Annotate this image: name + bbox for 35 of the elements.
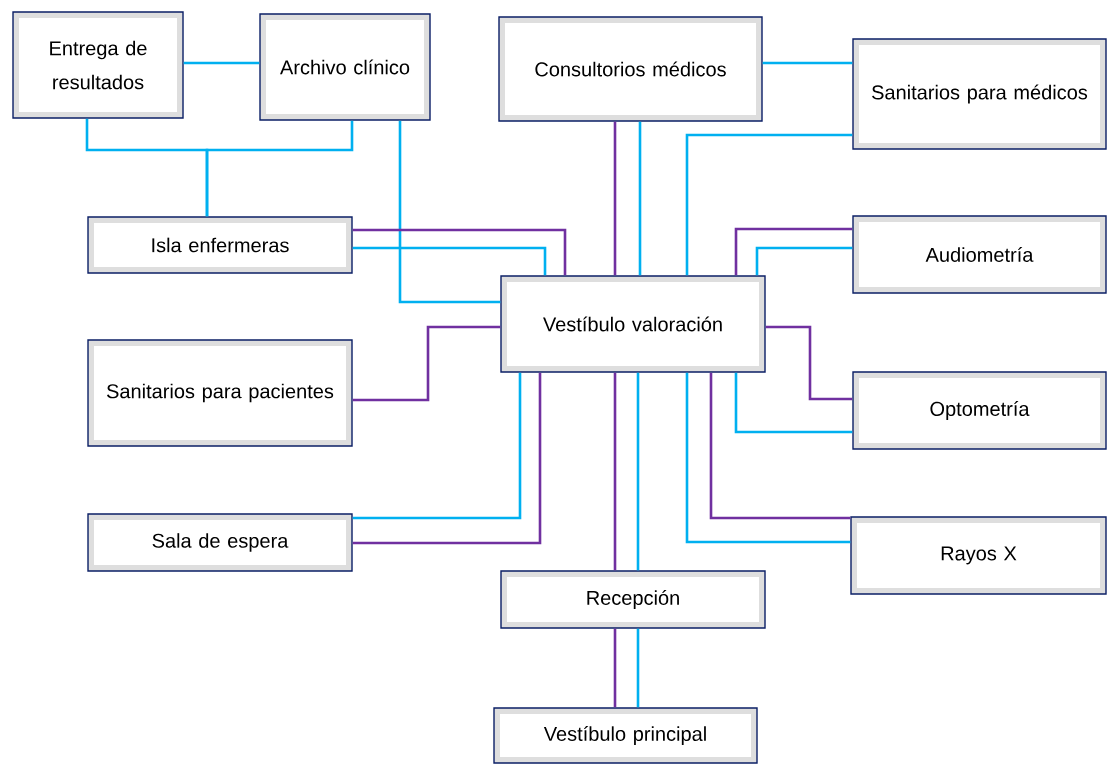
room-box: Entrega de resultados xyxy=(12,11,184,119)
connector-line xyxy=(352,228,567,276)
room-box: Vestíbulo valoración xyxy=(500,275,766,373)
room-box: Optometría xyxy=(852,371,1107,450)
connector-line xyxy=(613,372,617,571)
connector-line xyxy=(352,246,547,276)
room-box: Rayos X xyxy=(850,516,1107,595)
room-box: Sala de espera xyxy=(87,513,353,572)
room-box: Archivo clínico xyxy=(259,13,431,121)
room-box: Audiometría xyxy=(852,215,1107,294)
connector-line xyxy=(205,120,354,217)
connector-line xyxy=(398,120,501,304)
connector-line xyxy=(685,133,853,276)
connector-line xyxy=(352,372,522,520)
connector-line xyxy=(352,372,542,545)
connector-line xyxy=(709,372,851,520)
connector-line xyxy=(613,121,617,276)
connector-line xyxy=(352,325,501,402)
connector-line xyxy=(613,628,617,708)
connector-line xyxy=(755,246,853,276)
connector-line xyxy=(685,372,851,544)
connector-line xyxy=(762,61,853,65)
connector-line xyxy=(638,121,642,276)
room-box: Vestíbulo principal xyxy=(493,707,758,764)
connector-line xyxy=(636,628,640,708)
room-box: Isla enfermeras xyxy=(87,216,353,274)
connector-line xyxy=(636,372,640,571)
connector-line xyxy=(734,227,853,276)
room-box: Recepción xyxy=(500,570,766,629)
room-box: Sanitarios para médicos xyxy=(852,38,1107,150)
room-box: Sanitarios para pacientes xyxy=(87,339,353,447)
room-box: Consultorios médicos xyxy=(498,16,763,122)
connector-line xyxy=(183,61,260,65)
connector-line xyxy=(734,372,853,434)
connector-line xyxy=(765,325,853,401)
